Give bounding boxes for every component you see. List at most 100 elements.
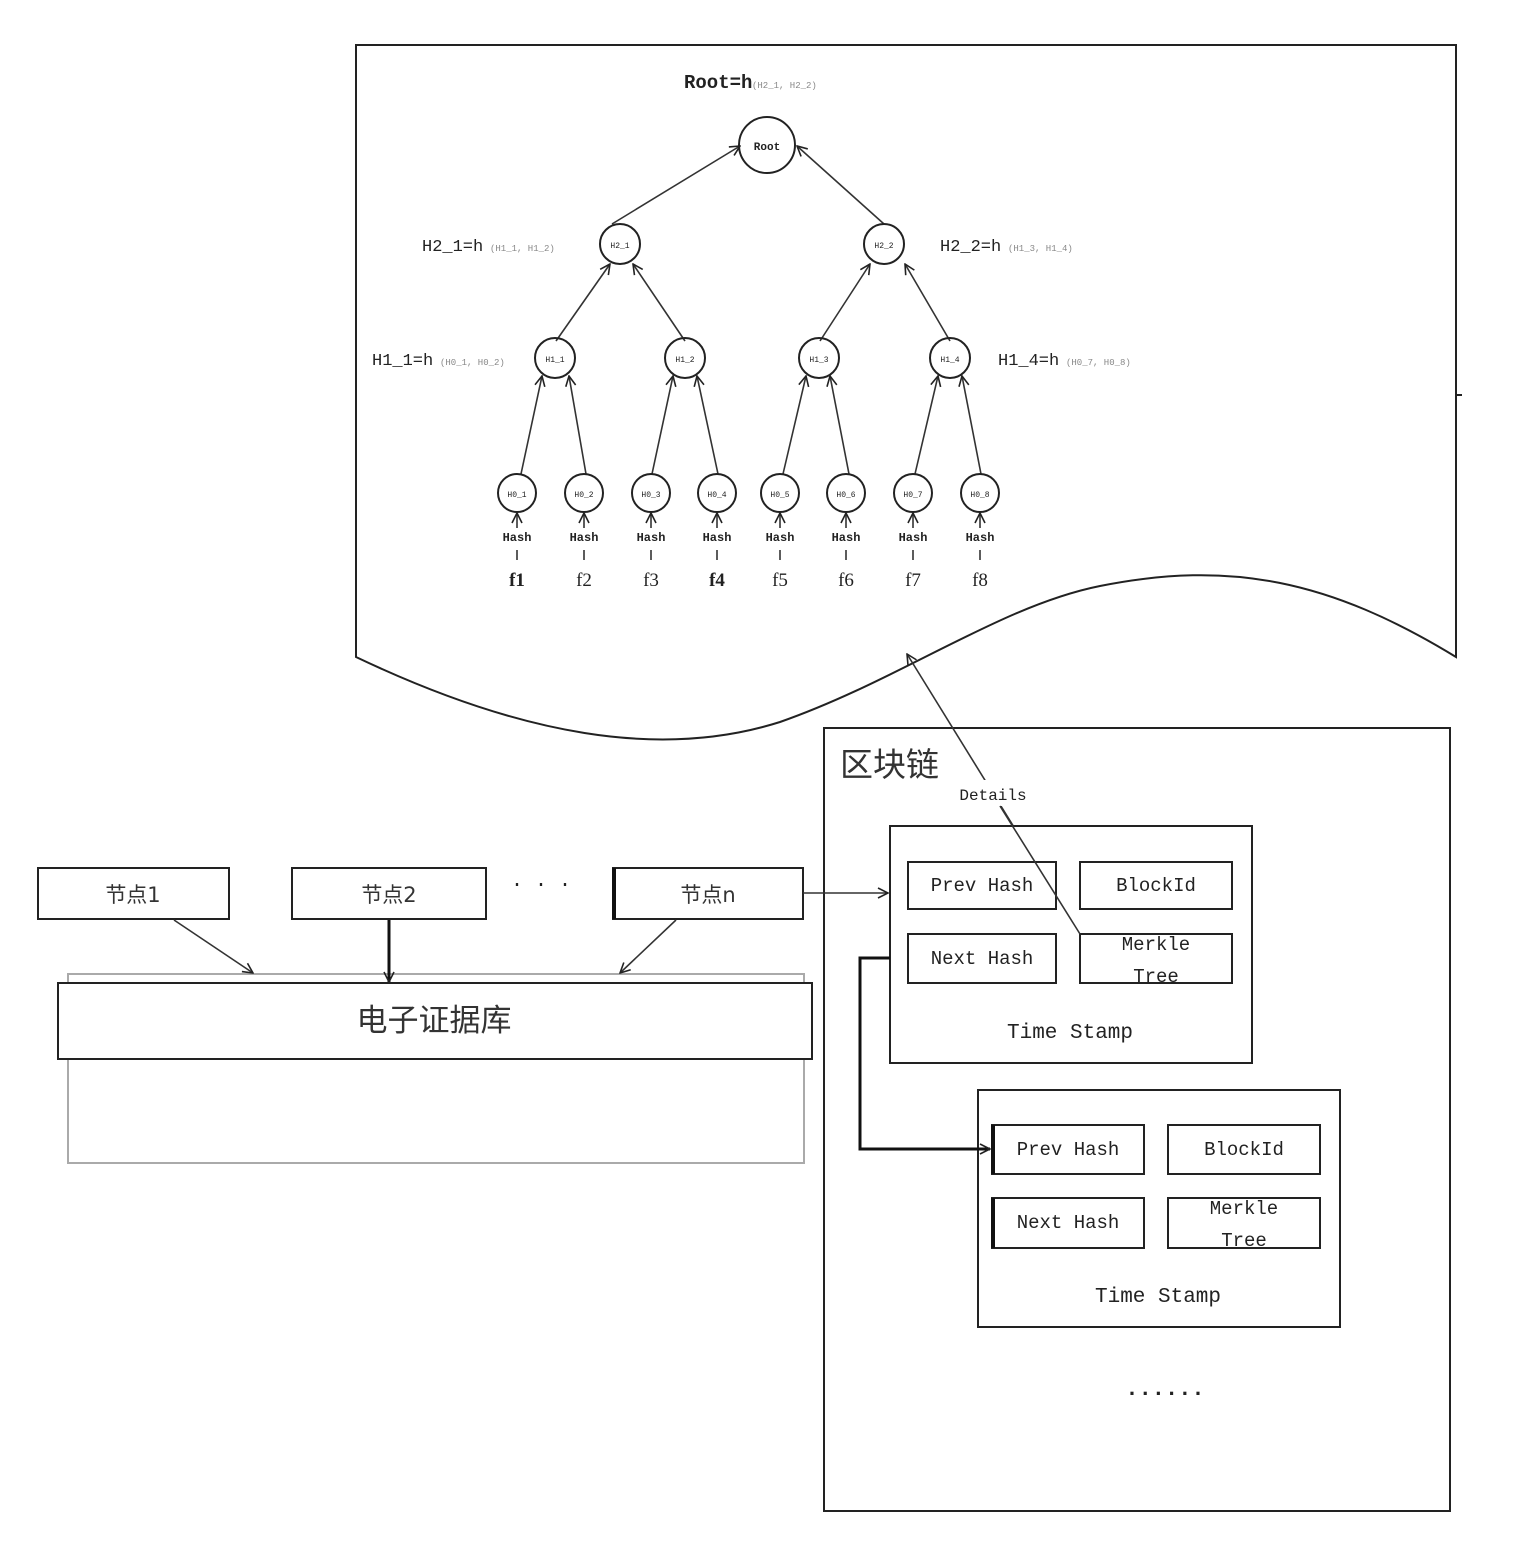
merkle-tree-panel [355,44,1457,741]
node-2-box [291,867,487,920]
block-id-label: BlockId [1204,1139,1284,1161]
h2-2-node[interactable]: H2_2 [863,223,905,265]
h2-1-node-label: H2_1 [610,242,629,251]
leaf-3[interactable]: H0_3 Hash f3 [631,473,671,591]
leaf-label: H0_7 [903,491,922,500]
details-label-bg [948,780,1038,806]
hash-label: Hash [966,531,995,545]
hash-label: Hash [637,531,666,545]
more-blocks-ellipsis: ...... [1125,1377,1204,1402]
edge-h2-1-root [611,146,740,225]
h2-1-formula-args: (H1_1, H1_2) [490,244,555,254]
h1-4-node-label: H1_4 [940,356,959,365]
nodes-ellipsis: · · · [511,874,571,897]
merkle-tree-field[interactable] [1167,1197,1321,1249]
hash-label: Hash [766,531,795,545]
leaf-2[interactable]: H0_2 Hash f2 [564,473,604,591]
leaf-8[interactable]: H0_8 Hash f8 [960,473,1000,591]
leaf-label: H0_1 [507,491,526,500]
h1-1-node[interactable]: H1_1 [534,337,576,379]
file-label: f3 [643,570,659,591]
node-1-box [37,867,230,920]
prev-hash-field[interactable] [907,861,1057,910]
hash-label: Hash [832,531,861,545]
file-label: f4 [709,570,725,591]
node-2[interactable]: 节点2 [291,867,487,920]
root-node[interactable]: Root [738,116,796,174]
hash-label: Hash [703,531,732,545]
h1-2-node-label: H1_2 [675,356,694,365]
node-1[interactable]: 节点1 [37,867,230,920]
h1-1-node-label: H1_1 [545,356,564,365]
h1-2-node[interactable]: H1_2 [664,337,706,379]
file-label: f8 [972,570,988,591]
file-label: f7 [905,570,921,591]
h1-4-node[interactable]: H1_4 [929,337,971,379]
merkle-label-line1: Merkle [1210,1198,1278,1220]
merkle-tree-field[interactable] [1079,933,1233,984]
edge-h1-2-h2-1 [633,264,686,342]
leaf-label: H0_3 [641,491,660,500]
block-2[interactable]: Prev Hash BlockId Next Hash Merkle Tree … [977,1089,1341,1328]
leaf-label: H0_8 [970,491,989,500]
node-n[interactable]: 节点n [612,867,804,920]
leaf-5[interactable]: H0_5 Hash f5 [760,473,800,591]
h1-1-formula: H1_1=h [372,352,433,371]
next-hash-field[interactable] [907,933,1057,984]
h2-1-formula: H2_1=h [422,238,483,257]
edge-h0-1-h1-1 [520,376,542,475]
root-formula-args: (H2_1, H2_2) [752,81,817,91]
file-label: f5 [772,570,788,591]
details-label: Details [959,787,1026,805]
edge-h1-4-h2-2 [905,264,951,342]
prev-hash-field[interactable] [991,1124,1145,1175]
h1-4-formula: H1_4=h [998,352,1059,371]
next-hash-field[interactable] [991,1197,1145,1249]
h1-3-node[interactable]: H1_3 [798,337,840,379]
node-1-label: 节点1 [105,883,160,907]
database-label: 电子证据库 [357,1003,512,1039]
h2-2-formula: H2_2=h [940,238,1001,257]
h1-1-formula-args: (H0_1, H0_2) [440,358,505,368]
file-label: f6 [838,570,854,591]
hash-label: Hash [899,531,928,545]
block-id-field[interactable] [1167,1124,1321,1175]
leaf-label: H0_2 [574,491,593,500]
next-hash-label: Next Hash [931,948,1034,970]
database-box[interactable] [57,982,813,1060]
block-id-label: BlockId [1116,875,1196,897]
edge-h0-8-h1-4 [962,376,982,475]
edge-h0-7-h1-4 [914,376,938,475]
merkle-label-line2: Tree [1221,1230,1267,1252]
edge-h0-5-h1-3 [782,376,806,475]
h1-4-formula-args: (H0_7, H0_8) [1066,358,1131,368]
leaf-6[interactable]: H0_6 Hash f6 [826,473,866,591]
node-1-to-db-arrow [173,919,253,973]
h1-3-node-label: H1_3 [809,356,828,365]
block-1[interactable]: Prev Hash BlockId Next Hash Merkle Tree … [889,825,1253,1064]
leaf-7[interactable]: H0_7 Hash f7 [893,473,933,591]
next-hash-label: Next Hash [1017,1212,1120,1234]
h2-1-node[interactable]: H2_1 [599,223,641,265]
leaf-1[interactable]: H0_1 Hash f1 [497,473,537,591]
edge-h0-6-h1-3 [830,376,850,475]
leaf-4[interactable]: H0_4 Hash f4 [697,473,737,591]
h2-2-node-label: H2_2 [874,242,893,251]
edge-h0-3-h1-2 [651,376,673,475]
block-id-field[interactable] [1079,861,1233,910]
file-label: f2 [576,570,592,591]
time-stamp-label: Time Stamp [1095,1286,1221,1309]
edge-h0-4-h1-2 [697,376,719,475]
hash-label: Hash [570,531,599,545]
edge-h1-3-h2-2 [819,264,870,342]
edge-h2-2-root [797,146,885,225]
node-2-label: 节点2 [361,883,416,907]
h2-2-formula-args: (H1_3, H1_4) [1008,244,1073,254]
root-node-label: Root [754,142,780,154]
merkle-label-line1: Merkle [1122,934,1190,956]
details-arrow-overlay [999,805,1081,935]
tree-edges [520,146,982,475]
file-label: f1 [509,570,525,591]
node-n-label: 节点n [680,883,735,907]
